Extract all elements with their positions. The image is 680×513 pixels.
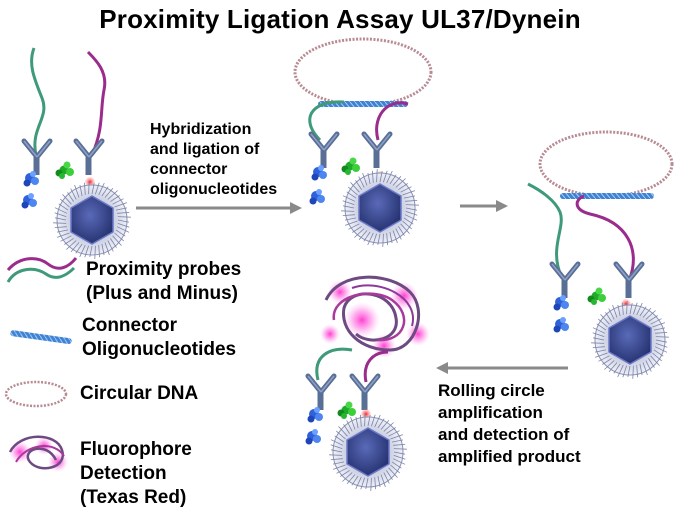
legend-line: Oligonucleotides: [82, 339, 237, 360]
step-1-caption: Hybridization and ligation of connector …: [150, 120, 277, 200]
probe-plus-strand: [30, 47, 46, 156]
panel-amplified-product: [305, 275, 430, 492]
diagram-title: Proximity Ligation Assay UL37/Dynein: [99, 4, 581, 34]
legend-proximity-probes-label: Proximity probes (Plus and Minus): [86, 258, 241, 306]
arrow-step-3: [436, 362, 568, 374]
legend-line: Connector: [82, 315, 177, 336]
step-1-line: and ligation of: [150, 141, 260, 158]
circular-dna-icon: [4, 380, 68, 408]
circular-dna-ring: [293, 37, 433, 107]
legend-line: Detection: [80, 463, 167, 484]
step-1-line: connector: [150, 161, 228, 178]
step-2-line: and detection of: [438, 425, 570, 444]
legend-line: (Texas Red): [80, 487, 187, 508]
legend-fluorophore-label: Fluorophore Detection (Texas Red): [80, 438, 192, 510]
proximity-probes-icon: [6, 257, 78, 283]
legend-circular-dna-label: Circular DNA: [80, 382, 198, 406]
step-2-caption: Rolling circle amplification and detecti…: [438, 380, 581, 468]
panel-initial-probes: [21, 47, 132, 260]
legend-line: Fluorophore: [80, 439, 192, 460]
legend-line: Proximity probes: [86, 259, 242, 280]
legend-line: (Plus and Minus): [86, 283, 238, 304]
probe-minus-strand: [86, 50, 107, 156]
step-2-line: amplification: [438, 403, 543, 422]
fluorophore-icon: [8, 435, 68, 472]
step-2-line: amplified product: [438, 447, 581, 466]
step-1-line: Hybridization: [150, 121, 252, 138]
arrow-step-2: [460, 200, 508, 212]
legend-line: Circular DNA: [80, 383, 199, 404]
arrow-step-1: [136, 202, 302, 214]
step-1-line: oligonucleotides: [150, 181, 278, 198]
panel-ligation: [293, 37, 433, 248]
legend-connector-label: Connector Oligonucleotides: [82, 314, 236, 362]
step-2-line: Rolling circle: [438, 381, 545, 400]
panel-circle-bound: [527, 130, 674, 380]
connector-oligo-icon: [10, 330, 72, 345]
